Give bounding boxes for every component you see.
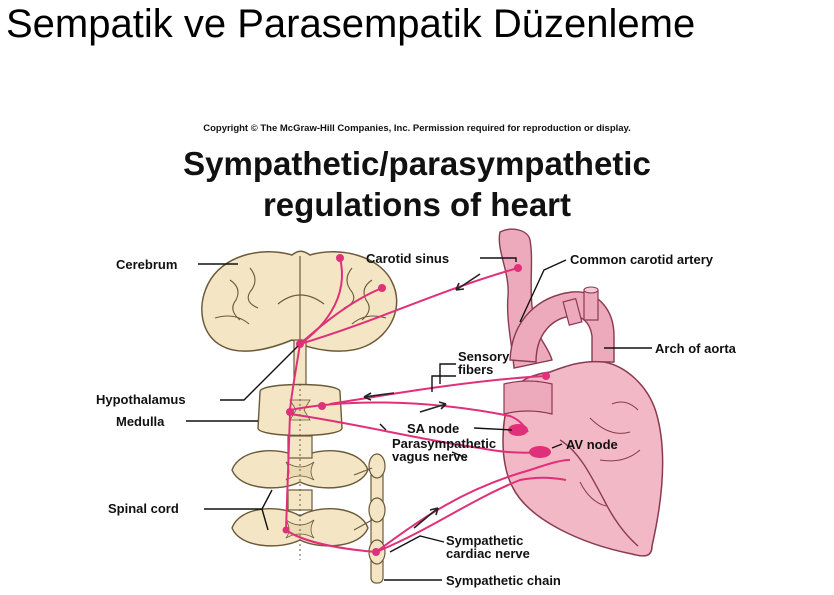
label-medulla: Medulla bbox=[116, 414, 165, 429]
label-cerebrum: Cerebrum bbox=[116, 257, 177, 272]
brain-illustration bbox=[201, 250, 398, 387]
label-spinal-cord: Spinal cord bbox=[108, 501, 179, 516]
spinal-sections bbox=[231, 383, 369, 560]
label-common-carotid-artery: Common carotid artery bbox=[570, 252, 714, 267]
label-sympathetic-chain: Sympathetic chain bbox=[446, 573, 561, 588]
label-vagus-nerve: vagus nerve bbox=[392, 449, 468, 464]
nerve-synapse-dots bbox=[282, 254, 551, 556]
label-carotid-sinus: Carotid sinus bbox=[366, 251, 449, 266]
label-sympathetic: Sympathetic bbox=[446, 533, 523, 548]
label-sa-node: SA node bbox=[407, 421, 459, 436]
diagram-labels: Cerebrum Carotid sinus Common carotid ar… bbox=[96, 251, 737, 588]
label-arch-of-aorta: Arch of aorta bbox=[655, 341, 737, 356]
label-parasympathetic: Parasympathetic bbox=[392, 436, 496, 451]
figure-title-line1: Sympathetic/parasympathetic bbox=[183, 145, 651, 182]
label-av-node: AV node bbox=[566, 437, 618, 452]
heart-illustration bbox=[498, 228, 664, 557]
label-cardiac-nerve: cardiac nerve bbox=[446, 546, 530, 561]
direction-arrows bbox=[363, 273, 481, 529]
slide-title: Sempatik ve Parasempatik Düzenleme bbox=[6, 2, 696, 46]
figure-title-line2: regulations of heart bbox=[262, 186, 572, 223]
label-fibers: fibers bbox=[458, 362, 493, 377]
leader-lines bbox=[186, 257, 652, 581]
common-carotid-artery-shape bbox=[498, 228, 553, 369]
av-node-dot bbox=[529, 446, 551, 458]
sa-node-dot bbox=[508, 424, 528, 436]
label-sensory: Sensory bbox=[458, 349, 510, 364]
label-hypothalamus: Hypothalamus bbox=[96, 392, 186, 407]
copyright-notice: Copyright © The McGraw-Hill Companies, I… bbox=[203, 123, 631, 134]
